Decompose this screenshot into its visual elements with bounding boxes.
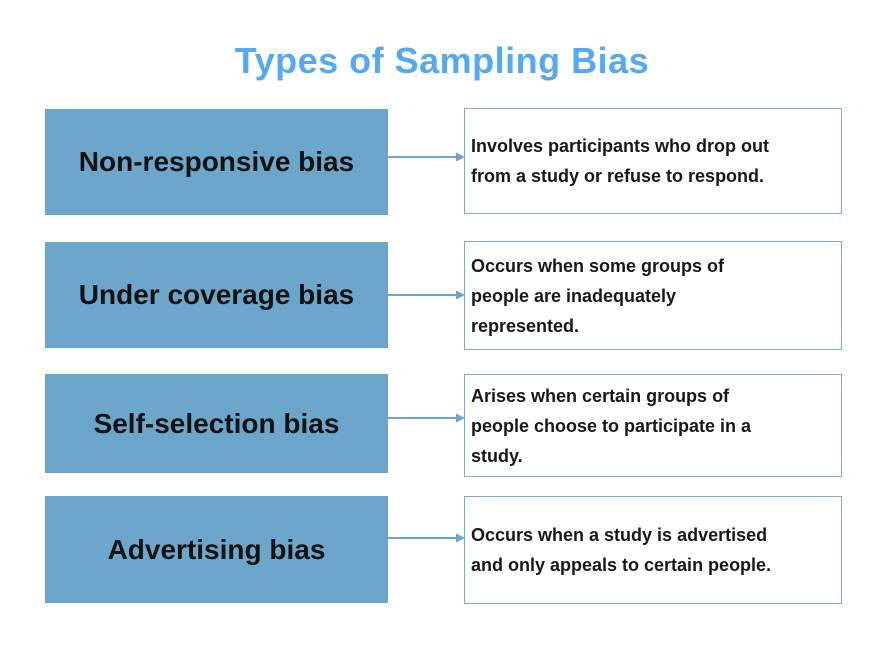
bias-type-box-non-responsive: Non-responsive bias (45, 109, 388, 215)
connector-arrow-icon (387, 290, 465, 300)
bias-type-label: Under coverage bias (78, 279, 355, 310)
bias-description-text: Occurs when some groups of people are in… (471, 255, 725, 336)
bias-type-label: Advertising bias (107, 533, 326, 565)
connector-arrow-icon (387, 152, 465, 162)
bias-description-box-under-coverage: Occurs when some groups of people are in… (464, 241, 842, 350)
bias-description-box-non-responsive: Involves participants who drop out from … (464, 108, 842, 214)
bias-type-box-advertising: Advertising bias (45, 496, 388, 603)
connector-arrow-icon (387, 413, 465, 423)
connector-arrow-icon (387, 533, 465, 543)
bias-description-box-advertising: Occurs when a study is advertised and on… (464, 496, 842, 604)
bias-description-text: Involves participants who drop out from … (471, 136, 770, 186)
bias-type-label: Self-selection bias (93, 407, 340, 439)
bias-type-box-under-coverage: Under coverage bias (45, 242, 388, 348)
bias-description-text: Occurs when a study is advertised and on… (471, 525, 772, 575)
bias-description-text: Arises when certain groups of people cho… (471, 385, 752, 466)
bias-description-box-self-selection: Arises when certain groups of people cho… (464, 374, 842, 477)
bias-type-label: Non-responsive bias (78, 146, 355, 177)
page-title: Types of Sampling Bias (234, 40, 650, 81)
bias-type-box-self-selection: Self-selection bias (45, 374, 388, 473)
